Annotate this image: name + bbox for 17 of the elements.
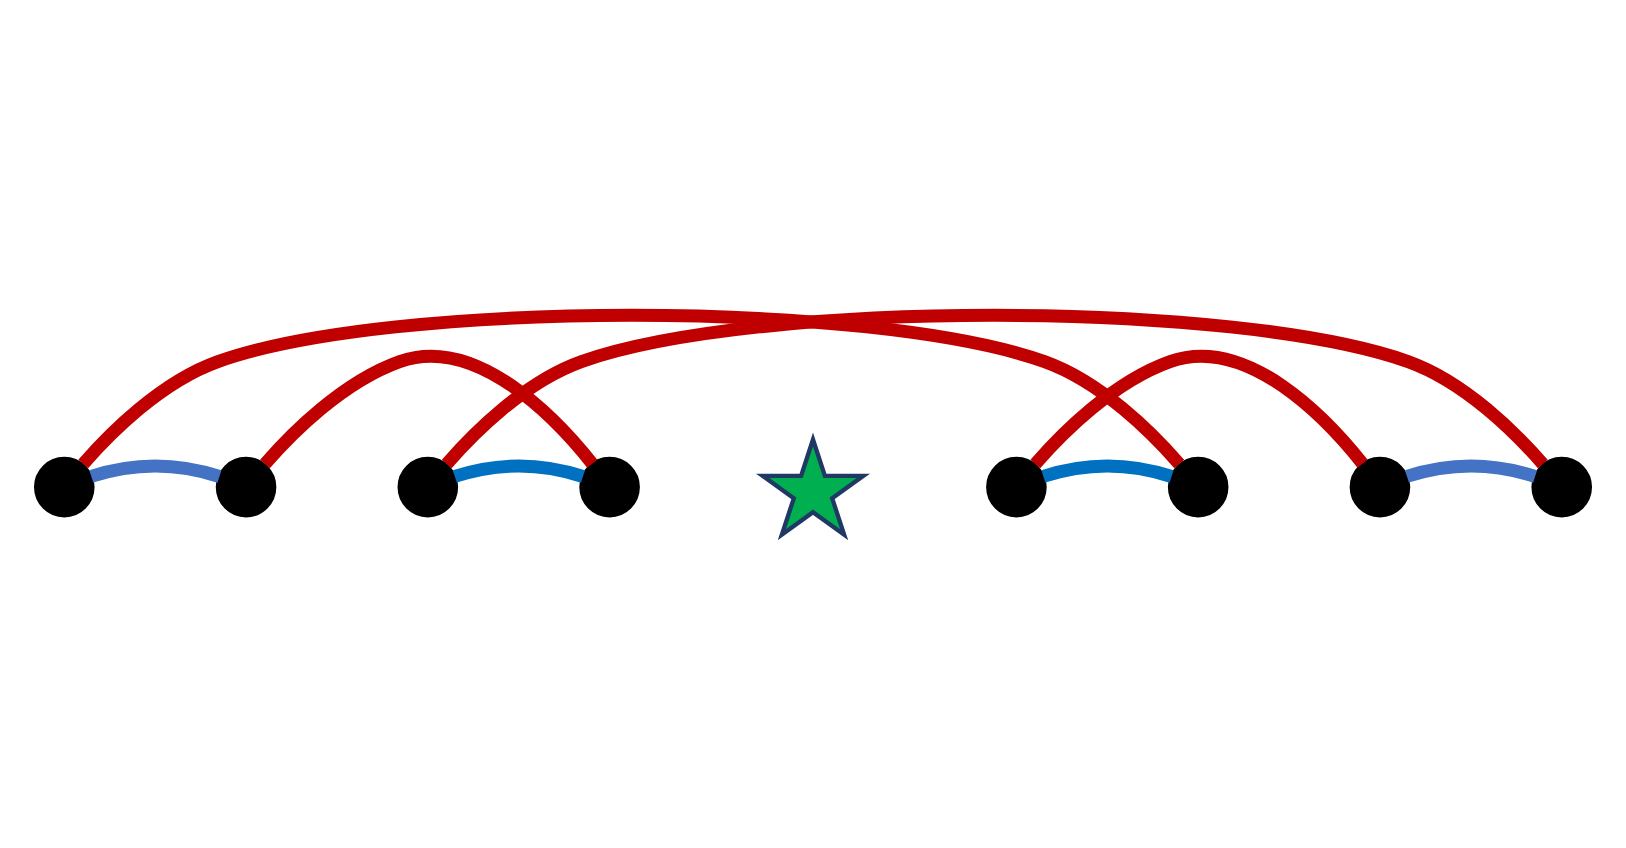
node-circle — [215, 455, 277, 517]
connector — [78, 307, 1185, 468]
connector — [452, 458, 585, 482]
connector — [441, 307, 1548, 468]
connector — [1030, 349, 1368, 468]
node-circle — [34, 455, 95, 517]
node-circle — [1167, 455, 1229, 517]
node-circle — [1349, 455, 1411, 517]
node-circle — [1531, 455, 1592, 517]
connector — [1041, 458, 1174, 482]
connector — [1405, 458, 1537, 482]
node-star — [756, 431, 870, 540]
node-circle — [986, 455, 1047, 517]
node-circle — [579, 455, 640, 517]
node-circle — [397, 455, 459, 517]
connector — [89, 458, 222, 482]
connector — [260, 349, 598, 468]
